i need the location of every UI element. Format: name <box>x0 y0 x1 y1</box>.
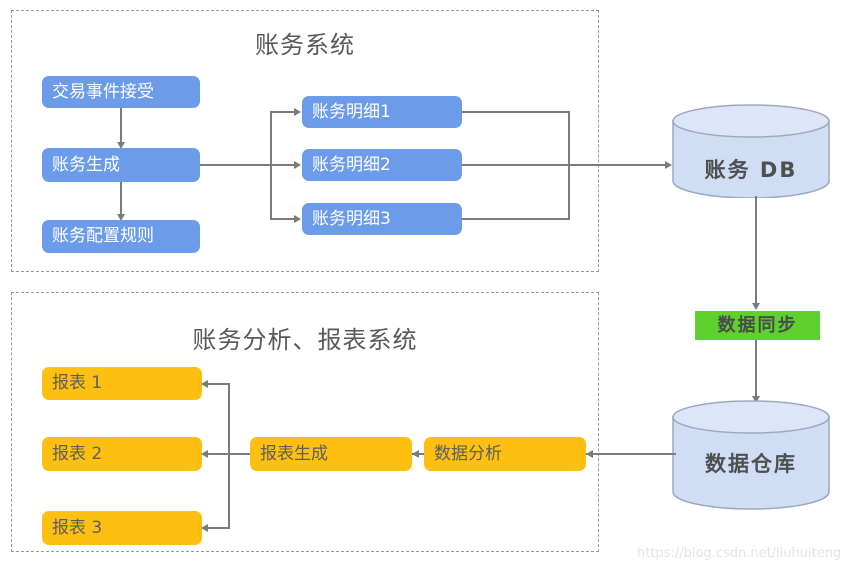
node-label: 数据同步 <box>717 314 798 336</box>
connector-fanout-to-detail-2 <box>270 164 295 166</box>
connector-generate-to-config <box>120 182 122 214</box>
connector-fanout-to-detail-1 <box>270 111 295 113</box>
group-billing-system <box>11 10 599 272</box>
node-label: 报表生成 <box>260 443 328 464</box>
node-data-sync[interactable]: 数据同步 <box>695 311 820 340</box>
connector-warehouse-to-analysis <box>586 453 676 455</box>
node-billing-generate[interactable]: 账务生成 <box>42 148 200 182</box>
connector-billing-db-to-sync <box>755 196 757 306</box>
node-label: 账务配置规则 <box>52 226 154 246</box>
connector-sync-to-warehouse <box>755 340 757 400</box>
node-label: 报表 2 <box>52 443 103 464</box>
node-billing-detail-3[interactable]: 账务明细3 <box>302 203 462 235</box>
node-data-analysis[interactable]: 数据分析 <box>424 437 586 471</box>
connector-receive-to-generate <box>120 108 122 142</box>
store-billing-db[interactable]: 账务 DB <box>672 104 830 199</box>
node-billing-detail-1[interactable]: 账务明细1 <box>302 96 462 128</box>
connector-to-report-3 <box>206 527 230 529</box>
group-billing-system-title: 账务系统 <box>255 31 355 59</box>
node-report-3[interactable]: 报表 3 <box>42 511 202 545</box>
arrowhead-generate-to-config <box>117 214 125 221</box>
arrowhead-warehouse-in <box>752 396 760 403</box>
cylinder-shape <box>672 400 830 510</box>
arrowhead-receive-to-generate <box>117 142 125 149</box>
watermark: https://blog.csdn.net/liuhuiteng <box>637 546 842 561</box>
node-label: 账务明细1 <box>312 101 391 122</box>
node-label: 数据分析 <box>434 443 502 464</box>
store-data-warehouse-label: 数据仓库 <box>705 452 797 476</box>
arrowhead-billing-db <box>665 161 672 169</box>
node-report-1[interactable]: 报表 1 <box>42 367 202 400</box>
group-analysis-report-system <box>11 292 599 552</box>
arrowhead-report-2-in <box>201 450 208 458</box>
arrowhead-report-generate-in <box>412 450 419 458</box>
node-label: 账务生成 <box>52 154 120 175</box>
node-label: 交易事件接受 <box>52 81 154 102</box>
arrowhead-analysis-in <box>586 450 593 458</box>
node-label: 账务明细3 <box>312 208 391 229</box>
connector-to-report-1 <box>206 383 230 385</box>
connector-report-fanout-spine <box>228 383 230 529</box>
arrowhead-detail-1 <box>294 108 301 116</box>
arrowhead-report-1-in <box>201 380 208 388</box>
node-label: 账务明细2 <box>312 154 391 175</box>
node-report-generate[interactable]: 报表生成 <box>250 437 412 471</box>
connector-detail-3-out <box>462 218 570 220</box>
node-label: 报表 1 <box>52 373 103 393</box>
connector-fanout-to-detail-3 <box>270 218 295 220</box>
node-report-2[interactable]: 报表 2 <box>42 437 202 471</box>
arrowhead-report-3-in <box>201 524 208 532</box>
node-label: 报表 3 <box>52 517 103 538</box>
store-data-warehouse[interactable]: 数据仓库 <box>672 400 830 510</box>
connector-detail-to-billing-db <box>462 164 668 166</box>
node-transaction-event-receive[interactable]: 交易事件接受 <box>42 76 200 108</box>
connector-generate-out <box>200 164 272 166</box>
arrowhead-detail-3 <box>294 215 301 223</box>
node-billing-config-rule[interactable]: 账务配置规则 <box>42 220 200 253</box>
arrowhead-sync-in <box>752 303 760 310</box>
connector-detail-1-out <box>462 111 570 113</box>
group-analysis-report-system-title: 账务分析、报表系统 <box>192 326 418 354</box>
node-billing-detail-2[interactable]: 账务明细2 <box>302 149 462 181</box>
store-billing-db-label: 账务 DB <box>704 158 798 182</box>
cylinder-shape <box>672 104 830 199</box>
arrowhead-detail-2 <box>294 161 301 169</box>
